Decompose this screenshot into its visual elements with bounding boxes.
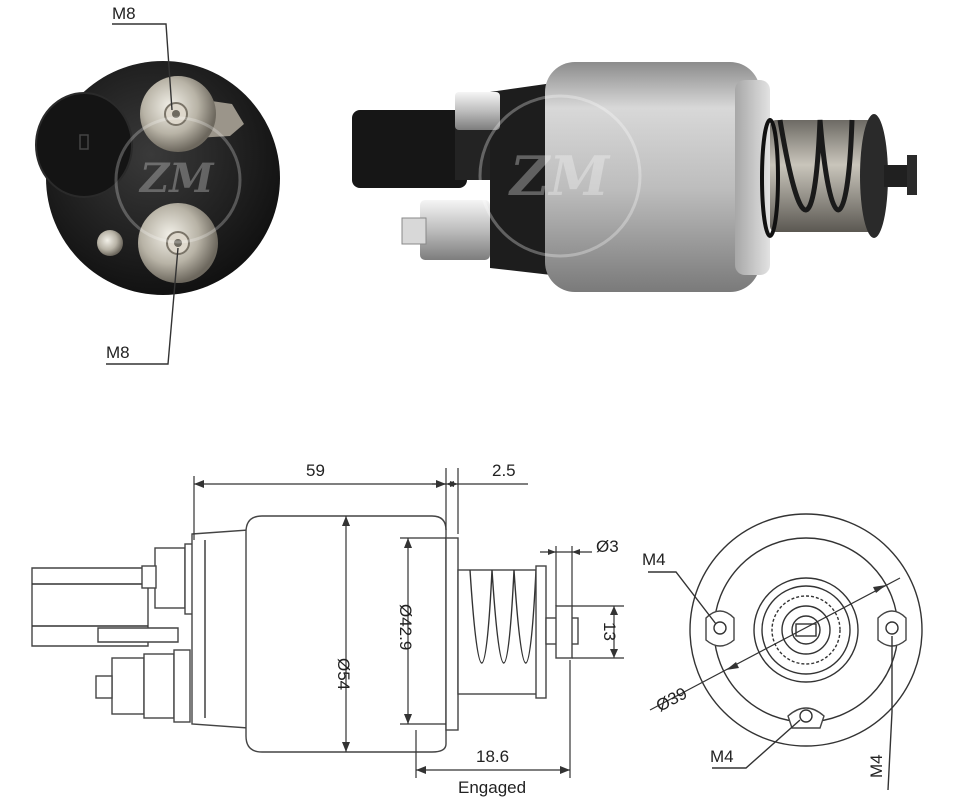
dim-39-arrow-left (726, 662, 739, 670)
front-outer-circle (689, 513, 923, 747)
label-pin-13: 13 (600, 622, 619, 641)
rear-cap (490, 82, 560, 276)
watermark-ring-side (478, 94, 642, 258)
drawing-lower-nut-2 (143, 653, 175, 719)
leader-top-stud (112, 23, 173, 111)
front-center-hub (791, 615, 821, 645)
watermark-text-side: ZM (508, 144, 611, 208)
dim-39-arrow-right (873, 585, 886, 593)
drawing-plunger-head (555, 605, 573, 659)
drawing-upper-stud (141, 565, 157, 589)
label-engaged: Engaged (458, 778, 526, 797)
label-dia-3: Ø3 (596, 537, 619, 556)
hole-bottom (799, 709, 813, 723)
boss-right (877, 610, 907, 647)
label-hole-right: M4 (867, 754, 886, 778)
top-stud-center (172, 110, 180, 118)
label-top-stud: M8 (112, 4, 136, 23)
dim-54-arrow-top (342, 516, 350, 526)
dim-3-arrow-right (572, 549, 580, 555)
drawing-lower-nut (111, 657, 145, 715)
dim-18-6-arrow-right (560, 766, 570, 774)
front-ring-2 (761, 585, 851, 675)
label-hole-bottom: M4 (710, 747, 734, 766)
connector-pin-slot (79, 134, 89, 150)
leader-hole-bottom (712, 719, 801, 769)
upper-terminal-nut (455, 92, 500, 130)
drawing-spring (469, 569, 537, 664)
dim-13-arrow-top (610, 606, 618, 615)
front-ring-3 (771, 595, 841, 665)
label-travel-18-6: 18.6 (476, 747, 509, 766)
dim-59-arrow-left (194, 480, 204, 488)
drawing-sleeve (457, 569, 541, 695)
front-flange-circle (713, 537, 899, 723)
hole-left (713, 621, 727, 635)
connector-plug (352, 110, 467, 188)
watermark-text: ZM (138, 155, 215, 202)
watermark-ring (114, 116, 242, 244)
bottom-stud-center (174, 239, 182, 247)
silver-body-shoulder (735, 80, 770, 275)
front-center-key (795, 623, 817, 637)
leader-hole-right (887, 636, 893, 791)
lower-terminal-nut (420, 200, 490, 260)
spring-coil (777, 119, 855, 213)
dim-13-arrow-bottom (610, 649, 618, 658)
photo-end-view: ZM M8 M8 (35, 4, 280, 365)
label-dia-42-9: Ø42.9 (396, 604, 415, 650)
dim-2-5-arrow-right (450, 481, 458, 487)
drawing-upper-nut (154, 547, 186, 609)
label-hole-left: M4 (642, 550, 666, 569)
front-ring-4 (781, 605, 831, 655)
label-dia-54: Ø54 (334, 658, 353, 690)
dim-18-6-arrow-left (416, 766, 426, 774)
drawing-front-flange (535, 565, 547, 699)
dim-3-arrow-left (548, 549, 556, 555)
silver-body (545, 62, 760, 292)
leader-bottom-stud (106, 247, 179, 365)
dim-42-9-arrow-bottom (404, 714, 412, 724)
label-length-59: 59 (306, 461, 325, 480)
sleeve-end-ring (760, 118, 780, 238)
label-bottom-stud: M8 (106, 343, 130, 362)
photo-side-view: ZM (352, 62, 917, 292)
lower-terminal-stud (401, 217, 427, 245)
front-flange (860, 114, 888, 238)
label-gap-2-5: 2.5 (492, 461, 516, 480)
leader-hole-left (648, 571, 717, 625)
connector-boss (35, 92, 133, 198)
drawing-connector-latch (97, 627, 179, 643)
drawing-lower-washer (173, 649, 191, 723)
small-pin-terminal (97, 230, 123, 256)
drawing-lower-stud (95, 675, 113, 699)
front-ring-1 (753, 577, 859, 683)
dim-54-arrow-bottom (342, 742, 350, 752)
drawing-side-view: 59 2.5 Ø54 Ø42.9 Ø3 13 (31, 461, 624, 797)
dim-39-line (649, 577, 901, 711)
dim-42-9-arrow-top (404, 538, 412, 548)
label-pcd-39: Ø39 (653, 684, 690, 716)
drawing-rear-cap (191, 529, 249, 729)
hole-right (885, 621, 899, 635)
plunger-pin (884, 165, 912, 187)
drawing-body-end-plate (445, 537, 459, 731)
drawing-front-view: Ø39 M4 M4 M4 (642, 513, 923, 791)
plunger-tip (907, 155, 917, 195)
